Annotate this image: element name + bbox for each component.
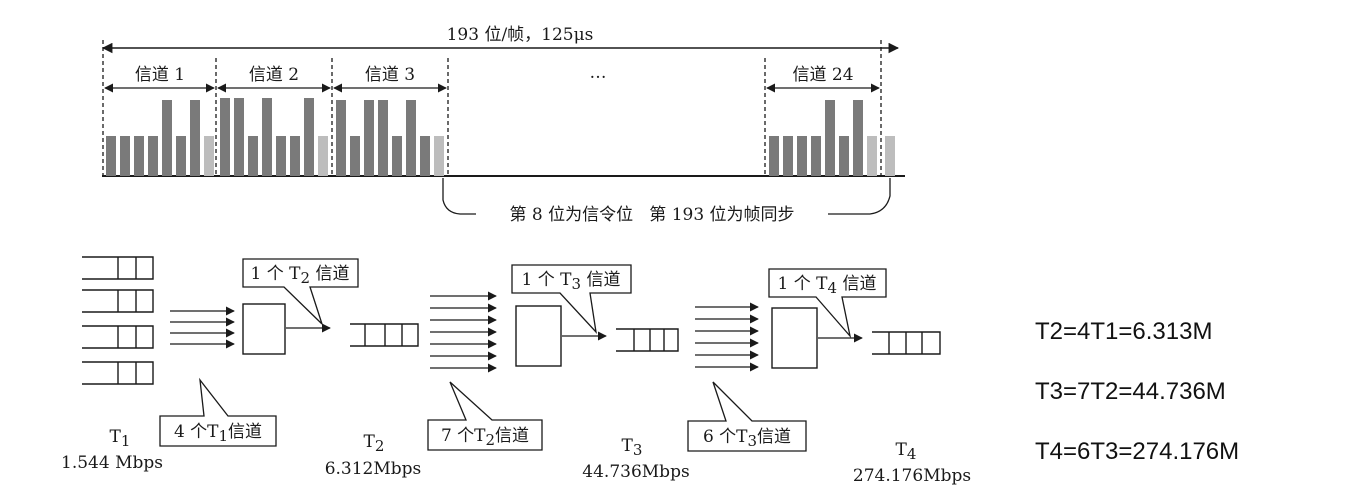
level-t4-rate: 274.176Mbps: [853, 466, 971, 486]
t2-frame-buffer: [350, 323, 419, 347]
bit-bars-channel-3: [336, 100, 444, 176]
t1-frame-structure: 193 位/帧，125μs 信道 1 信道 2 信道 3 信道 24 …: [101, 25, 905, 225]
signaling-bit-bar: [204, 136, 214, 176]
output-callout-2: [511, 264, 632, 335]
stage-3-input-arrows: [695, 302, 759, 372]
bit-bar: [276, 136, 286, 176]
signaling-bit-pointer: [442, 178, 476, 215]
bit-bar: [350, 136, 360, 176]
bit-bar: [148, 136, 158, 176]
bit-bar: [797, 136, 807, 176]
channel-label: 信道 2: [249, 65, 299, 85]
frame-sync-bit-bar: [885, 136, 895, 176]
signaling-bit-bar: [867, 136, 877, 176]
output-callout-2-label: 1 个 T3 信道: [522, 270, 621, 293]
bit-bar: [162, 100, 172, 176]
signaling-bit-bar: [434, 136, 444, 176]
level-t2-name: T2: [364, 432, 385, 455]
equation-t3: T3=7T2=44.736M: [1035, 378, 1226, 405]
level-t2-rate: 6.312Mbps: [325, 459, 422, 479]
equation-t4: T4=6T3=274.176M: [1035, 438, 1240, 465]
t1-input-frames: [82, 256, 154, 385]
frame-buffer: [82, 256, 154, 280]
bit-bars-channel-24: [769, 100, 895, 176]
level-t4-name: T4: [896, 440, 917, 463]
t3-frame-buffer: [616, 328, 679, 352]
bit-bar: [364, 100, 374, 176]
bit-bar: [262, 98, 272, 176]
stage-1-input-arrows: [170, 306, 235, 349]
level-t1-rate: 1.544 Mbps: [61, 453, 163, 473]
input-callout-1: [159, 377, 277, 447]
input-callout-3-label: 6 个T3信道: [703, 427, 791, 450]
bit-role-note: 第 8 位为信令位 第 193 位为帧同步: [509, 205, 794, 225]
bit-bar: [392, 136, 402, 176]
bit-bar: [234, 98, 244, 176]
channel-label: 信道 3: [365, 65, 415, 85]
level-t3-name: T3: [622, 436, 643, 459]
bit-bar: [783, 136, 793, 176]
t4-frame-buffer: [872, 331, 941, 355]
multiplexer-2: [515, 305, 562, 367]
bit-bar: [106, 136, 116, 176]
frame-buffer: [82, 289, 154, 313]
output-callout-3-label: 1 个 T4 信道: [778, 274, 877, 297]
bit-bar: [220, 98, 230, 176]
bit-bar: [378, 100, 388, 176]
bit-bar: [190, 100, 200, 176]
multiplexer-3: [771, 307, 818, 369]
bit-bar: [825, 100, 835, 176]
input-callout-1-label: 4 个T1信道: [174, 422, 262, 445]
frame-title: 193 位/帧，125μs: [447, 25, 594, 45]
channel-label: 信道 1: [135, 65, 185, 85]
bit-bar: [769, 136, 779, 176]
bit-bar: [420, 136, 430, 176]
bit-bar: [839, 136, 849, 176]
t-carrier-hierarchy: 1 个 T2 信道 1 个 T3 信道 1 个 T4 信道 4 个T1信道 7 …: [61, 256, 971, 486]
level-t3-rate: 44.736Mbps: [582, 462, 689, 482]
equation-t2: T2=4T1=6.313M: [1035, 318, 1213, 345]
bit-bars-channel-1: [106, 100, 214, 176]
bit-bars-channel-2: [220, 98, 328, 176]
rate-equations: T2=4T1=6.313M T3=7T2=44.736M T4=6T3=274.…: [1035, 312, 1355, 492]
multiplexer-1: [242, 303, 286, 355]
frame-ellipsis: …: [590, 63, 607, 83]
input-callout-3: [687, 381, 807, 452]
input-callout-2: [427, 381, 543, 451]
bit-bar: [290, 136, 300, 176]
channel-label: 信道 24: [792, 65, 853, 85]
output-callout-1: [242, 258, 359, 325]
bit-bar: [134, 136, 144, 176]
frame-buffer: [82, 361, 154, 385]
input-callout-2-label: 7 个T2信道: [441, 426, 529, 449]
signaling-bit-bar: [318, 136, 328, 176]
bit-bar: [406, 100, 416, 176]
bit-bar: [811, 136, 821, 176]
output-callout-3: [768, 268, 887, 339]
bit-bar: [336, 100, 346, 176]
bit-bar: [120, 136, 130, 176]
bit-bar: [176, 136, 186, 176]
output-callout-1-label: 1 个 T2 信道: [251, 264, 350, 287]
frame-sync-pointer: [828, 178, 891, 215]
stage-2-input-arrows: [430, 291, 497, 373]
bit-bar: [853, 100, 863, 176]
level-t1-name: T1: [110, 427, 131, 450]
frame-buffer: [82, 325, 154, 349]
bit-bar: [304, 98, 314, 176]
bit-bar: [248, 136, 258, 176]
